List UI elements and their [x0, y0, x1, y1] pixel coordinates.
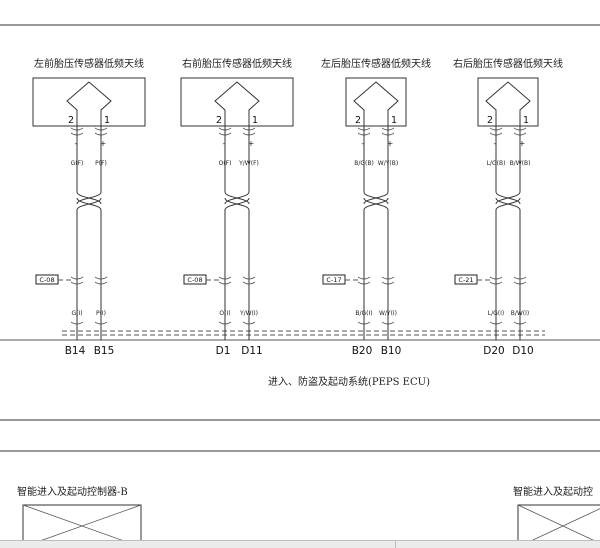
wire-label: B/W(I) [511, 310, 530, 317]
terminal-label: B10 [381, 345, 402, 357]
connector-mark [242, 276, 256, 285]
connector-mark [70, 276, 84, 285]
pin-number: 1 [523, 115, 529, 126]
connector-mark [242, 321, 256, 325]
terminal-label: D10 [512, 345, 533, 357]
terminal-label: D20 [483, 345, 504, 357]
wire-label: P(I) [96, 310, 106, 317]
terminal-label: D1 [216, 345, 231, 357]
sensor-box [180, 77, 294, 127]
connector-mark [218, 276, 232, 285]
antenna-icon [214, 81, 260, 126]
terminal-label: D11 [241, 345, 262, 357]
scrollbar-segment-left [0, 541, 396, 548]
ecu-label: 进入、防盗及起动系统(PEPS ECU) [268, 375, 430, 388]
antenna-icon [66, 81, 112, 126]
antenna-icon [485, 81, 531, 126]
connector-mark [513, 321, 527, 325]
polarity-sign: - [75, 139, 78, 148]
polarity-sign: - [494, 139, 497, 148]
pin-number: 1 [391, 115, 397, 126]
lower-right-title: 智能进入及起动控 [513, 485, 593, 498]
twisted-pair-icon [224, 191, 250, 211]
pin-number: 2 [487, 115, 493, 126]
wire-label: W/Y(I) [379, 310, 397, 317]
connector-id: C-17 [326, 276, 341, 284]
polarity-sign: - [223, 139, 226, 148]
terminal-label: B20 [352, 345, 373, 357]
pin-number: 2 [355, 115, 361, 126]
terminal-label: B14 [65, 345, 86, 357]
wire-label: O(I) [219, 310, 230, 317]
connector-mark [94, 321, 108, 325]
antenna-icon [353, 81, 399, 126]
connector-mark [357, 276, 371, 285]
wire-label: G(I) [71, 310, 82, 317]
connector-mark [218, 321, 232, 325]
terminal-label: B15 [94, 345, 115, 357]
pin-number: 2 [68, 115, 74, 126]
twisted-pair-icon [363, 191, 389, 211]
polarity-sign: + [519, 139, 526, 148]
sensor-title: 左后胎压传感器低频天线 [321, 57, 431, 70]
twisted-pair-icon [495, 191, 521, 211]
connector-mark [357, 321, 371, 325]
connector-id: C-08 [187, 276, 202, 284]
sensor-title: 右前胎压传感器低频天线 [182, 57, 292, 70]
connector-mark [513, 276, 527, 285]
connector-mark [489, 276, 503, 285]
bottom-scrollbar[interactable] [0, 540, 600, 548]
polarity-sign: - [362, 139, 365, 148]
connector-mark [381, 321, 395, 325]
polarity-sign: + [387, 139, 394, 148]
lower-left-title: 智能进入及起动控制器-B [17, 485, 128, 498]
pin-number: 1 [104, 115, 110, 126]
twisted-pair-icon [76, 191, 102, 211]
connector-mark [489, 321, 503, 325]
sensor-box [32, 77, 146, 127]
wire-label: B/G(I) [355, 310, 372, 317]
connector-id: C-21 [458, 276, 473, 284]
wire-label: L/G(I) [488, 310, 504, 317]
wire-label: Y/W(I) [239, 310, 258, 317]
pin-number: 2 [216, 115, 222, 126]
sensor-title: 右后胎压传感器低频天线 [453, 57, 563, 70]
connector-id: C-08 [39, 276, 54, 284]
polarity-sign: + [100, 139, 107, 148]
sensor-box [345, 77, 407, 127]
pin-number: 1 [252, 115, 258, 126]
connector-mark [70, 321, 84, 325]
sensor-title: 左前胎压传感器低频天线 [34, 57, 144, 70]
connector-mark [94, 276, 108, 285]
sensor-box [477, 77, 539, 127]
polarity-sign: + [248, 139, 255, 148]
connector-mark [381, 276, 395, 285]
